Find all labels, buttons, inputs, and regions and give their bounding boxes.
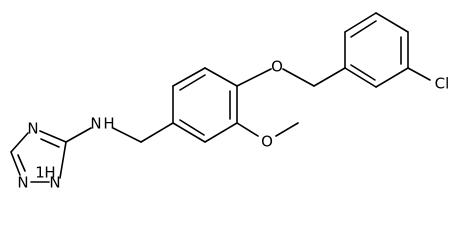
bond-o-methyl bbox=[275, 122, 299, 137]
methoxyphenyl-ring bbox=[172, 67, 238, 143]
atom-amine-hydrogen: H bbox=[103, 115, 114, 133]
bond-ring-b-2 bbox=[204, 122, 238, 143]
atom-amine-nitrogen: N bbox=[90, 115, 101, 133]
bond-ring-b-6 bbox=[204, 67, 238, 87]
bond-ring-a-4 bbox=[375, 67, 409, 88]
atom-label-layer: Cl O O N H N N N 1 H bbox=[17, 58, 449, 192]
bond-ring-a-1 bbox=[344, 12, 377, 33]
bond-ring-b-ch2 bbox=[140, 122, 174, 143]
bond-ring-b-o-methoxy bbox=[236, 122, 259, 137]
bond-ring-b-inner-2 bbox=[179, 119, 205, 136]
atom-triazole-n2: N bbox=[49, 174, 60, 192]
chemical-structure: Cl O O N H N N N 1 H bbox=[10, 12, 449, 192]
atom-triazole-hydrogen: H bbox=[44, 164, 55, 182]
chlorophenyl-ring bbox=[344, 12, 409, 88]
bond-ring-a-ch2 bbox=[313, 67, 346, 87]
bond-ch2-o bbox=[282, 68, 315, 87]
bond-ring-b-3 bbox=[172, 122, 206, 143]
bond-ring-a-inner-1 bbox=[350, 20, 377, 38]
bond-n-triazole bbox=[65, 127, 92, 143]
atom-ether-oxygen: O bbox=[271, 58, 283, 76]
bond-ch2-n bbox=[112, 127, 142, 143]
bond-c5-n1 bbox=[10, 151, 21, 176]
atom-triazole-n1: N bbox=[17, 174, 28, 192]
bond-c3-n4-inner bbox=[40, 138, 60, 148]
bond-o-ring-b bbox=[236, 68, 272, 87]
atom-triazole-n4: N bbox=[27, 120, 38, 138]
bond-c3-n4 bbox=[39, 130, 67, 143]
triazole-hydrogen-numeral: 1 bbox=[35, 164, 45, 182]
atom-methoxy-oxygen: O bbox=[261, 133, 273, 151]
bond-ring-b-5 bbox=[172, 67, 206, 87]
bond-ring-b-inner-3 bbox=[179, 74, 206, 91]
bond-c-cl bbox=[407, 67, 431, 81]
bond-ring-a-inner-3 bbox=[350, 64, 376, 81]
bond-ring-a-5 bbox=[344, 67, 377, 88]
bond-ring-a-2 bbox=[375, 12, 409, 33]
bond-n2-c3 bbox=[59, 141, 67, 179]
triazole-ring bbox=[10, 130, 67, 183]
bond-c5-n1-inner bbox=[17, 154, 26, 172]
atom-chlorine: Cl bbox=[435, 75, 450, 93]
bond-layer bbox=[10, 12, 431, 183]
bond-n4-c5 bbox=[10, 132, 29, 153]
